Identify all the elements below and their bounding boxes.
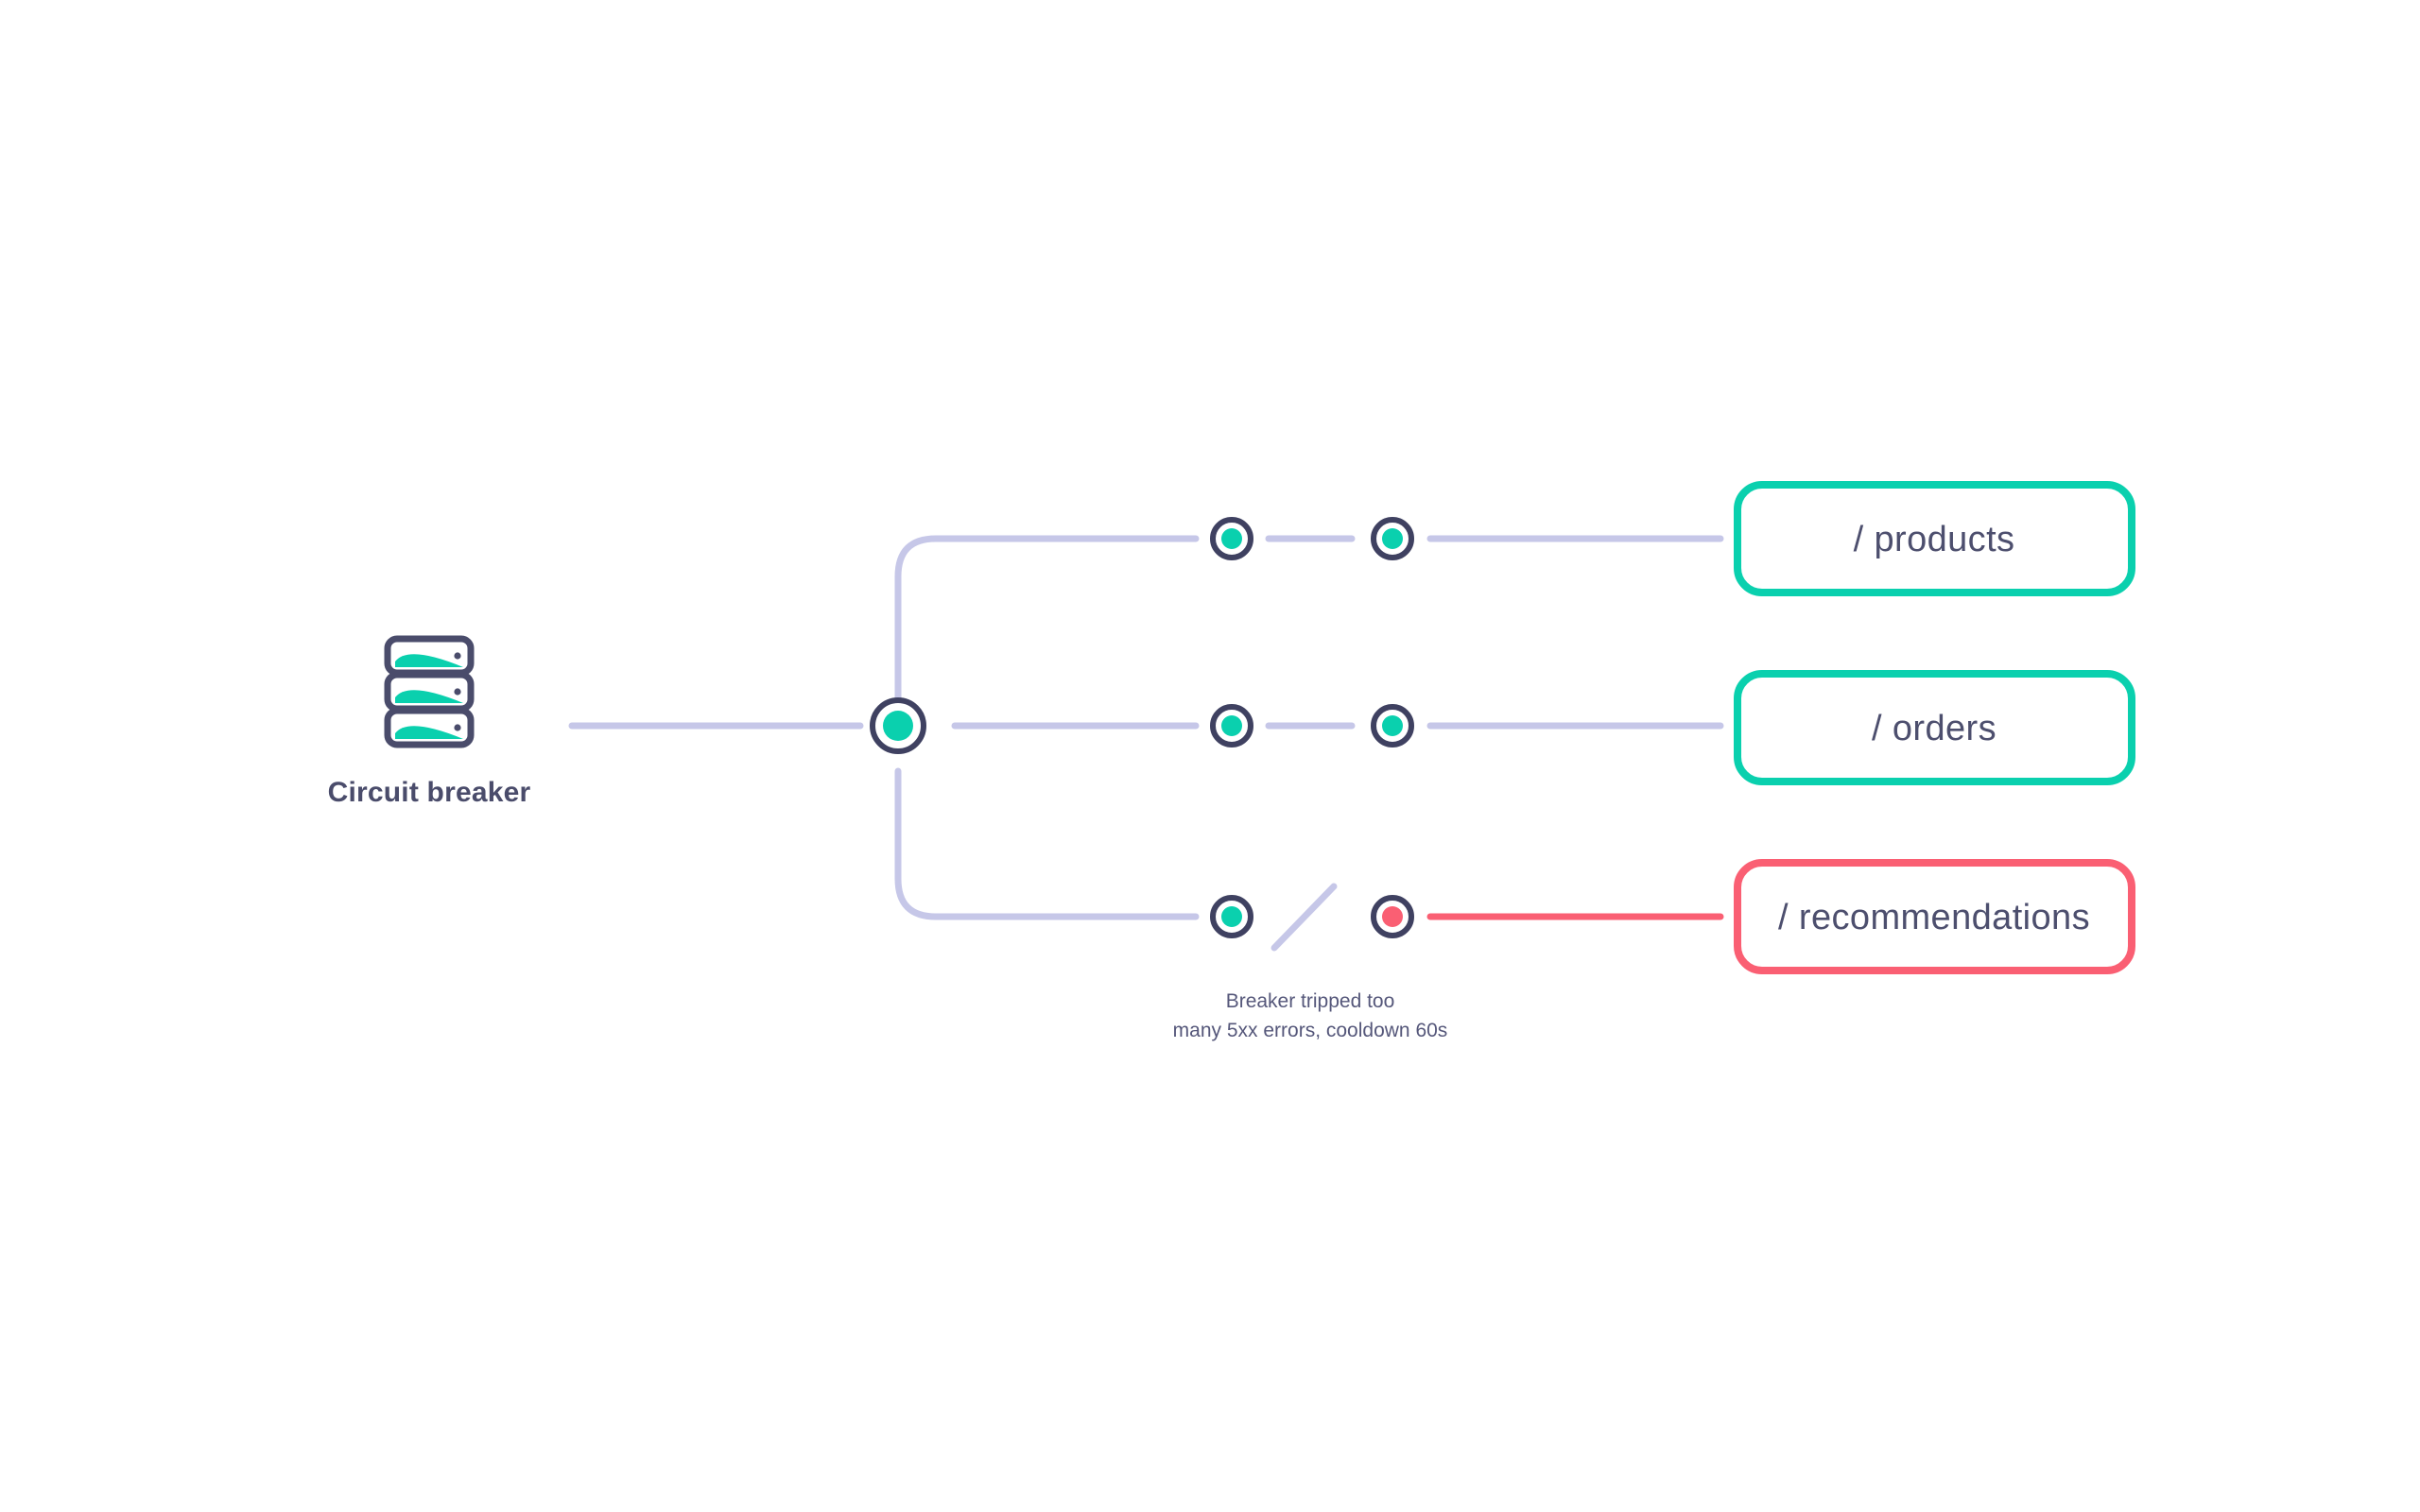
server-row-3 <box>384 707 475 748</box>
connector-layer <box>568 535 1724 952</box>
products-node-2[interactable] <box>1371 517 1414 560</box>
connector-hub-to-products-branch <box>894 535 1200 730</box>
recommendations-node-2-core <box>1382 906 1403 927</box>
products-node-1-core <box>1221 528 1242 549</box>
server-row-2 <box>384 671 475 713</box>
server-rack-icon <box>384 635 475 748</box>
orders-node-2-core <box>1382 715 1403 736</box>
endpoint-label-products: / products <box>1854 520 2015 559</box>
products-node-2-core <box>1382 528 1403 549</box>
endpoint-label-orders: / orders <box>1872 709 1996 748</box>
orders-node-1-core <box>1221 715 1242 736</box>
orders-node-2[interactable] <box>1371 704 1414 747</box>
breaker-tripped-annotation: Breaker tripped too many 5xx errors, coo… <box>1173 990 1448 1041</box>
endpoint-label-recommendations: / recommendations <box>1778 898 2090 937</box>
recommendations-node-1-core <box>1221 906 1242 927</box>
endpoint-box-products[interactable]: / products <box>1734 481 2135 596</box>
breaker-hub-node[interactable] <box>870 697 926 754</box>
source-label: Circuit breaker <box>328 777 531 808</box>
recommendations-node-2[interactable] <box>1371 895 1414 938</box>
server-row-1 <box>384 635 475 677</box>
server-status-dot-2 <box>454 688 461 696</box>
recommendations-node-1[interactable] <box>1210 895 1253 938</box>
endpoint-box-recommendations[interactable]: / recommendations <box>1734 859 2135 974</box>
annotation-line-2: many 5xx errors, cooldown 60s <box>1173 1020 1448 1041</box>
server-status-dot-1 <box>454 652 461 660</box>
orders-node-1[interactable] <box>1210 704 1253 747</box>
hub-node-core <box>883 711 913 741</box>
annotation-line-1: Breaker tripped too <box>1226 990 1395 1012</box>
connector-hub-to-recommendations-branch <box>894 767 1200 920</box>
server-status-dot-3 <box>454 724 461 731</box>
break-slash-icon <box>1270 883 1338 952</box>
products-node-1[interactable] <box>1210 517 1253 560</box>
endpoint-box-orders[interactable]: / orders <box>1734 670 2135 785</box>
